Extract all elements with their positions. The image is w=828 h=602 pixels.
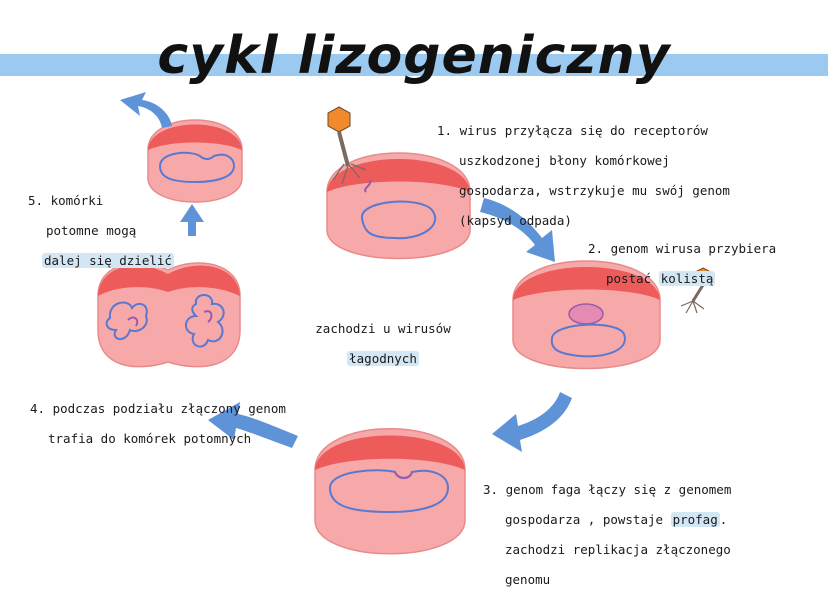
step-1-text: 1. wirus przyłącza się do receptorów usz…	[437, 108, 730, 243]
step-5-line: potomne mogą	[46, 223, 137, 238]
cycle-arrow-icon	[180, 204, 204, 236]
center-note-line: zachodzi u wirusów	[315, 321, 451, 336]
step-2-line: 2. genom wirusa przybiera	[588, 241, 777, 256]
step-3-line: gospodarza , powstaje	[505, 512, 671, 527]
bacteriophage-icon	[327, 106, 367, 185]
cell-stage-2	[512, 260, 661, 370]
highlight-term: kolistą	[658, 271, 716, 286]
step-1-line: (kapsyd odpada)	[459, 213, 572, 228]
step-1-line: uszkodzonej błony komórkowej	[459, 153, 670, 168]
cycle-arrow-icon	[480, 198, 555, 262]
highlight-term: łagodnych	[347, 351, 419, 366]
step-4-text: 4. podczas podziału złączony genom trafi…	[30, 386, 286, 461]
cycle-arrow-icon	[208, 402, 298, 448]
center-note: zachodzi u wirusów łagodnych	[298, 306, 468, 381]
step-3-line: genomu	[505, 572, 551, 587]
step-4-line: 4. podczas podziału złączony genom	[30, 401, 286, 416]
step-1-line: gospodarza, wstrzykuje mu swój genom	[459, 183, 730, 198]
step-5-line: 5. komórki	[28, 193, 104, 208]
step-3-line: .	[719, 512, 728, 527]
step-2-text: 2. genom wirusa przybiera postać kolistą	[588, 226, 776, 301]
cycle-arrow-icon	[120, 92, 172, 128]
step-3-text: 3. genom faga łączy się z genomem gospod…	[483, 467, 731, 602]
cell-stage-5	[147, 119, 243, 203]
highlight-term: dalej się dzielić	[42, 253, 174, 268]
cycle-arrow-icon	[492, 392, 572, 452]
step-4-line: trafia do komórek potomnych	[48, 431, 252, 446]
highlight-term: profag	[670, 512, 720, 527]
step-5-text: 5. komórki potomne mogą dalej się dzieli…	[28, 178, 174, 283]
step-1-line: 1. wirus przyłącza się do receptorów	[437, 123, 708, 138]
title-band	[0, 54, 828, 76]
cell-stage-3	[314, 428, 466, 555]
step-3-line: 3. genom faga łączy się z genomem	[483, 482, 732, 497]
diagram-canvas: cykl lizogeniczny	[0, 26, 828, 587]
cycle-illustration	[97, 92, 712, 555]
cell-stage-1	[326, 152, 471, 260]
step-3-line: zachodzi replikacja złączonego	[505, 542, 731, 557]
step-2-line: postać	[606, 271, 659, 286]
page-title: cykl lizogeniczny	[157, 26, 671, 86]
